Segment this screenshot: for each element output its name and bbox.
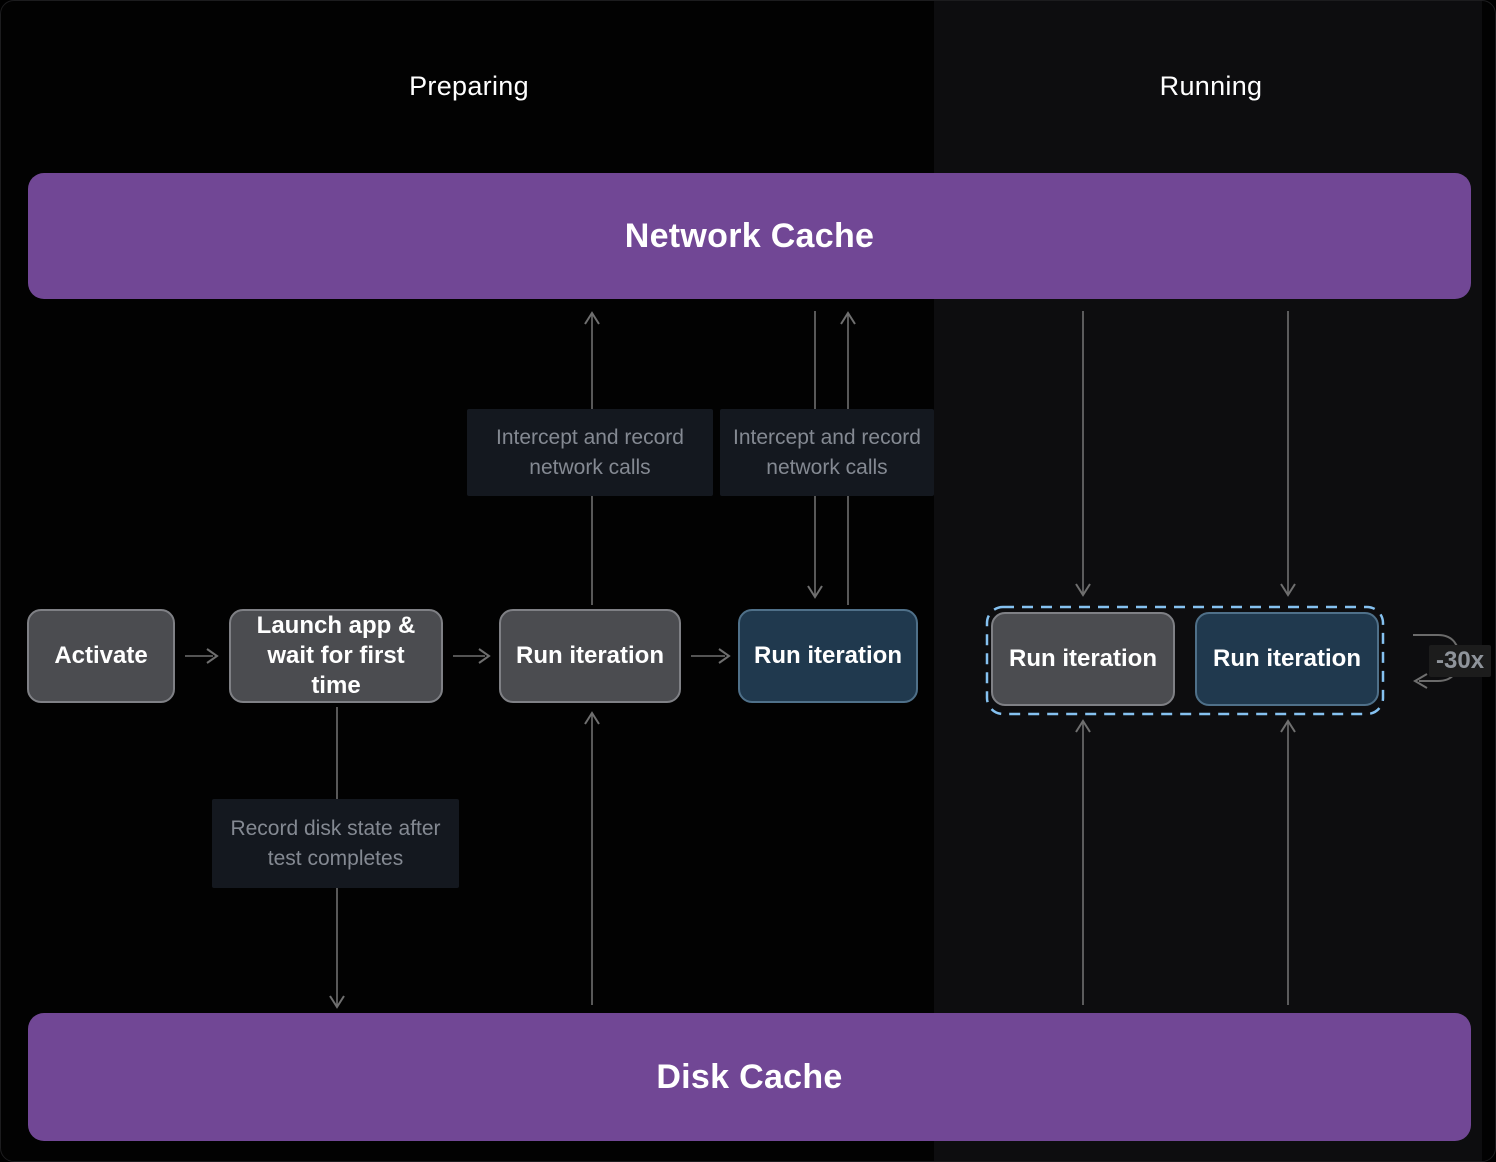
iteration-group-dashed-border: [985, 605, 1385, 716]
annotation-record-disk-state: Record disk state after test completes: [212, 799, 459, 888]
node-run-iteration-4: Run iteration: [1195, 612, 1379, 706]
node-run-iteration-3: Run iteration: [991, 612, 1175, 706]
section-title-preparing: Preparing: [409, 71, 529, 101]
arrow-launch-to-run-iteration-1: [453, 648, 491, 664]
arrow-network-cache-to-run-iteration-4: [1280, 311, 1296, 597]
disk-cache-label: Disk Cache: [656, 1057, 843, 1096]
node-run-iteration-2: Run iteration: [738, 609, 918, 703]
network-cache-label: Network Cache: [624, 216, 875, 255]
node-launch-app: Launch app & wait for first time: [229, 609, 443, 703]
node-activate: Activate: [27, 609, 175, 703]
arrow-disk-cache-to-run-iteration-1: [584, 711, 600, 1005]
node-run-iteration-2-label: Run iteration: [754, 642, 902, 669]
section-title-running: Running: [1159, 71, 1263, 101]
disk-cache-bar: Disk Cache: [28, 1013, 1471, 1141]
arrow-activate-to-launch: [185, 648, 219, 664]
node-launch-app-label: Launch app & wait for first time: [256, 612, 416, 699]
node-run-iteration-4-label: Run iteration: [1213, 645, 1361, 672]
node-run-iteration-3-label: Run iteration: [1009, 645, 1157, 672]
node-run-iteration-1: Run iteration: [499, 609, 681, 703]
annotation-intercept-record-1: Intercept and record network calls: [467, 409, 713, 496]
node-run-iteration-1-label: Run iteration: [516, 642, 664, 669]
arrow-run-iteration-1-to-run-iteration-2: [691, 648, 731, 664]
arrow-disk-cache-to-run-iteration-3: [1075, 719, 1091, 1005]
arrow-disk-cache-to-run-iteration-4: [1280, 719, 1296, 1005]
annotation-intercept-record-2: Intercept and record network calls: [720, 409, 934, 496]
arrow-network-cache-to-run-iteration-3: [1075, 311, 1091, 597]
loop-count-badge: -30x: [1429, 645, 1492, 677]
network-cache-bar: Network Cache: [28, 173, 1471, 299]
node-activate-label: Activate: [54, 642, 148, 669]
